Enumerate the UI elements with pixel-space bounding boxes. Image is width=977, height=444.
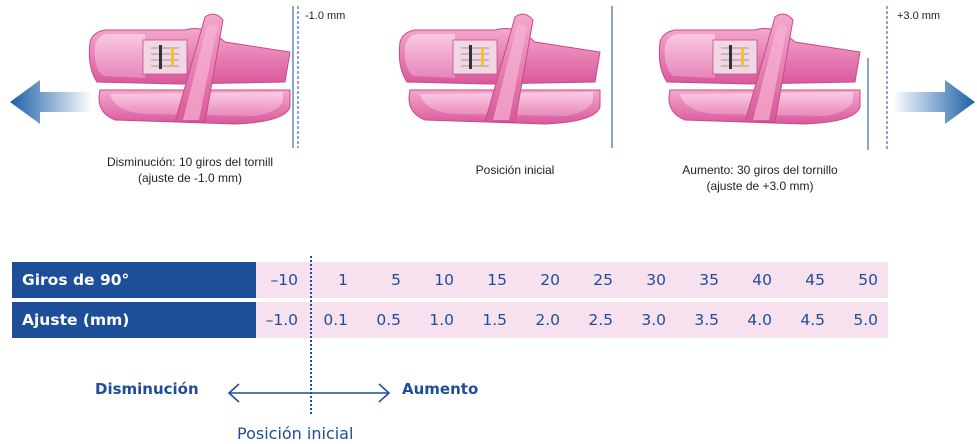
turns-cell: 45 — [782, 262, 835, 302]
caption-increase-line2: (ajuste de +3.0 mm) — [706, 179, 814, 193]
increase-arrow-icon — [893, 80, 975, 124]
adjust-cell: 0.1 — [305, 302, 358, 338]
caption-decrease-line2: (ajuste de -1.0 mm) — [137, 171, 243, 185]
decrease-arrow-icon — [10, 80, 92, 124]
turns-cell: 30 — [623, 262, 676, 302]
start-position-label: Posición inicial — [237, 424, 354, 443]
aligner-initial — [398, 13, 601, 125]
dim-label-increase: +3.0 mm — [897, 10, 941, 22]
adjust-cell: 3.5 — [676, 302, 729, 338]
adjust-cell: –1.0 — [256, 302, 305, 338]
caption-decrease-line1: Disminución: 10 giros del tornill — [106, 155, 274, 169]
caption-increase-line1: Aumento: 30 giros del tornillo — [682, 163, 838, 177]
caption-decrease: Disminución: 10 giros del tornill (ajust… — [90, 154, 290, 186]
turns-cell: –10 — [256, 262, 305, 302]
dim-label-decrease: -1.0 mm — [305, 10, 346, 22]
adjust-cell: 3.0 — [623, 302, 676, 338]
caption-initial-line1: Posición inicial — [475, 163, 555, 177]
turns-cell: 20 — [517, 262, 570, 302]
caption-increase: Aumento: 30 giros del tornillo (ajuste d… — [655, 162, 865, 194]
adjust-row: Ajuste (mm) –1.0 0.1 0.5 1.0 1.5 2.0 2.5… — [12, 302, 888, 338]
aligner-increase — [658, 13, 861, 125]
start-position-line — [310, 256, 312, 414]
adjust-cell: 0.5 — [358, 302, 411, 338]
turns-cell: 40 — [729, 262, 782, 302]
adjust-cell: 4.5 — [782, 302, 835, 338]
turns-cell: 1 — [305, 262, 358, 302]
turns-cell: 25 — [570, 262, 623, 302]
turns-cell: 10 — [411, 262, 464, 302]
adjust-cell: 2.5 — [570, 302, 623, 338]
turns-row: Giros de 90° –10 1 5 10 15 20 25 30 35 4… — [12, 262, 888, 302]
decrease-label: Disminución — [95, 380, 199, 398]
double-arrow-icon — [227, 383, 391, 403]
adjust-cell: 1.5 — [464, 302, 517, 338]
aligner-illustrations — [10, 6, 975, 150]
turns-cell: 50 — [835, 262, 888, 302]
adjust-row-header: Ajuste (mm) — [12, 302, 256, 338]
turns-cell: 35 — [676, 262, 729, 302]
adjust-cell: 1.0 — [411, 302, 464, 338]
aligner-decrease — [88, 13, 291, 125]
turns-cell: 5 — [358, 262, 411, 302]
adjust-cell: 2.0 — [517, 302, 570, 338]
turns-cell: 15 — [464, 262, 517, 302]
turns-row-header: Giros de 90° — [12, 262, 256, 302]
adjustment-table: Giros de 90° –10 1 5 10 15 20 25 30 35 4… — [12, 262, 888, 338]
increase-label: Aumento — [402, 380, 479, 398]
adjust-cell: 5.0 — [835, 302, 888, 338]
caption-initial: Posición inicial — [450, 162, 580, 178]
adjust-cell: 4.0 — [729, 302, 782, 338]
